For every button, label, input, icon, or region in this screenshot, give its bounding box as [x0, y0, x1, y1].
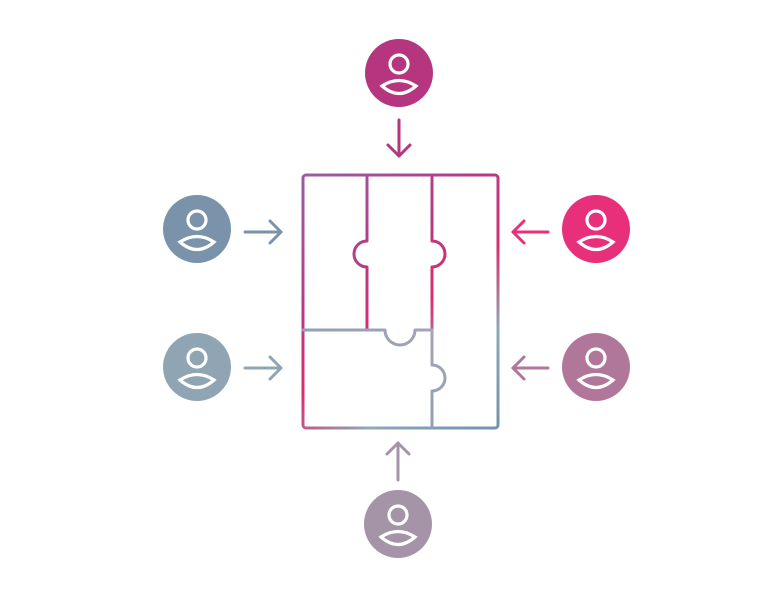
user-icon [177, 347, 217, 390]
person-nodes [163, 39, 630, 558]
person-node-bottom [364, 490, 432, 558]
user-icon [576, 209, 616, 252]
user-icon [378, 504, 418, 547]
puzzle-frame [301, 173, 500, 430]
arrow-down-top [386, 118, 412, 158]
arrow-right-left-upper [243, 219, 283, 245]
arrow-up-bottom [385, 441, 411, 482]
user-icon [379, 53, 419, 96]
person-node-left-upper [163, 195, 231, 263]
person-node-left-lower [163, 333, 231, 401]
puzzle-divider-lower [430, 328, 447, 430]
arrow-left-right-lower [511, 355, 550, 381]
person-node-right-lower [562, 333, 630, 401]
arrows [243, 118, 550, 482]
puzzle-outer-border [301, 173, 500, 430]
person-node-top [365, 39, 433, 107]
person-node-right-upper [562, 195, 630, 263]
puzzle-divider-horizontal [301, 328, 434, 347]
user-icon [177, 209, 217, 252]
arrow-right-left-lower [243, 355, 283, 381]
arrow-left-right-upper [511, 219, 550, 245]
user-icon [576, 347, 616, 390]
puzzle-divider-left [352, 173, 369, 332]
puzzle-divider-right [430, 173, 447, 332]
